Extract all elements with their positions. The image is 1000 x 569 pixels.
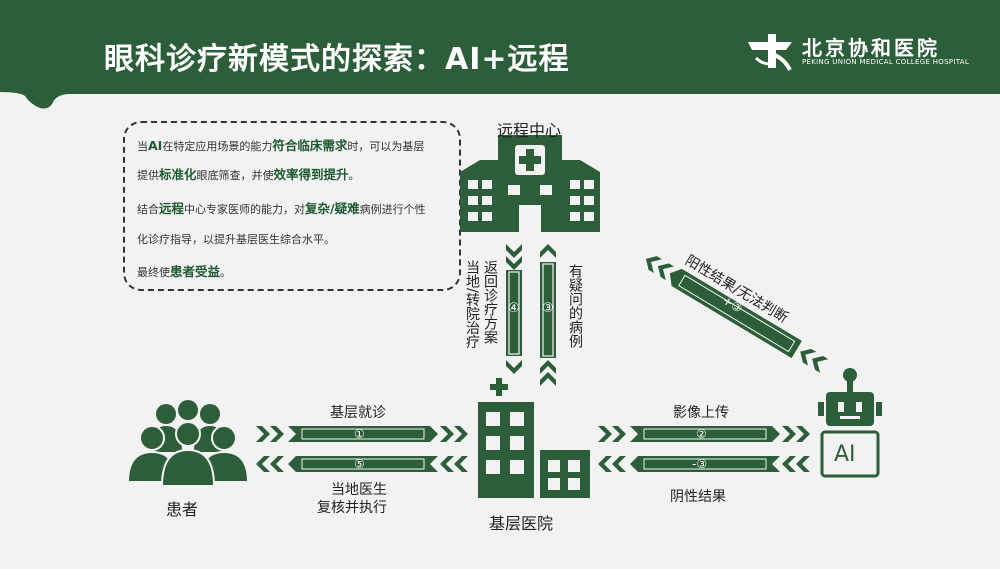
upload-step: ② [696, 427, 707, 441]
info-line-2: 提供标准化眼底筛查，并使效率得到提升。 [137, 167, 360, 182]
header-background [0, 0, 1000, 109]
visit-label: 基层就诊 [330, 405, 386, 421]
negative-label: 阴性结果 [670, 489, 726, 505]
return-label-1: 返回诊疗方案 [482, 260, 498, 344]
remote-center-label: 远程中心 [497, 121, 562, 140]
return-step: ④ [508, 301, 520, 316]
review-step: ⑤ [354, 457, 365, 471]
pumch-logo-icon [748, 34, 792, 71]
primary-hospital-building-icon [478, 378, 590, 498]
upload-arrow [598, 426, 810, 442]
ai-label: AI [834, 442, 856, 467]
page-title: 眼科诊疗新模式的探索：AI+远程 [104, 42, 570, 77]
return-label-2: 当地/转院治疗 [464, 260, 480, 349]
logo-chinese-name: 北京协和医院 [802, 36, 940, 60]
info-line-5: 最终使患者受益。 [137, 264, 232, 279]
referral-step: ③ [542, 301, 554, 316]
review-label-2: 复核并执行 [317, 500, 387, 516]
upload-label: 影像上传 [673, 405, 729, 421]
negative-result-arrow [598, 456, 810, 472]
return-plan-arrow [506, 244, 522, 374]
remote-center-building-icon [460, 135, 600, 232]
patients-group-icon [126, 400, 250, 487]
info-line-3: 结合远程中心专家医师的能力，对复杂/疑难病例进行个性 [137, 201, 426, 216]
referral-arrow [540, 244, 556, 386]
ai-robot-icon [818, 368, 882, 478]
info-line-1: 当AI在特定应用场景的能力符合临床需求时，可以为基层 [137, 138, 425, 153]
referral-label: 有疑问的病例 [567, 264, 583, 348]
review-label-1: 当地医生 [331, 482, 387, 498]
primary-hospital-label: 基层医院 [489, 514, 554, 533]
header-banner: 眼科诊疗新模式的探索：AI+远程 北京协和医院 PEKING UNION MED… [0, 0, 1000, 110]
visit-step: ① [354, 427, 365, 441]
review-arrow [256, 456, 468, 472]
info-box: 当AI在特定应用场景的能力符合临床需求时，可以为基层 提供标准化眼底筛查，并使效… [123, 121, 461, 291]
hospital-logo: 北京协和医院 PEKING UNION MEDICAL COLLEGE HOSP… [742, 28, 972, 78]
logo-english-name: PEKING UNION MEDICAL COLLEGE HOSPITAL [802, 58, 970, 66]
visit-arrow [256, 426, 468, 442]
positive-result-arrow [641, 252, 829, 373]
negative-step: -③ [692, 457, 708, 471]
patients-label: 患者 [166, 500, 199, 519]
info-line-4: 化诊疗指导，以提升基层医生综合水平。 [137, 233, 335, 246]
